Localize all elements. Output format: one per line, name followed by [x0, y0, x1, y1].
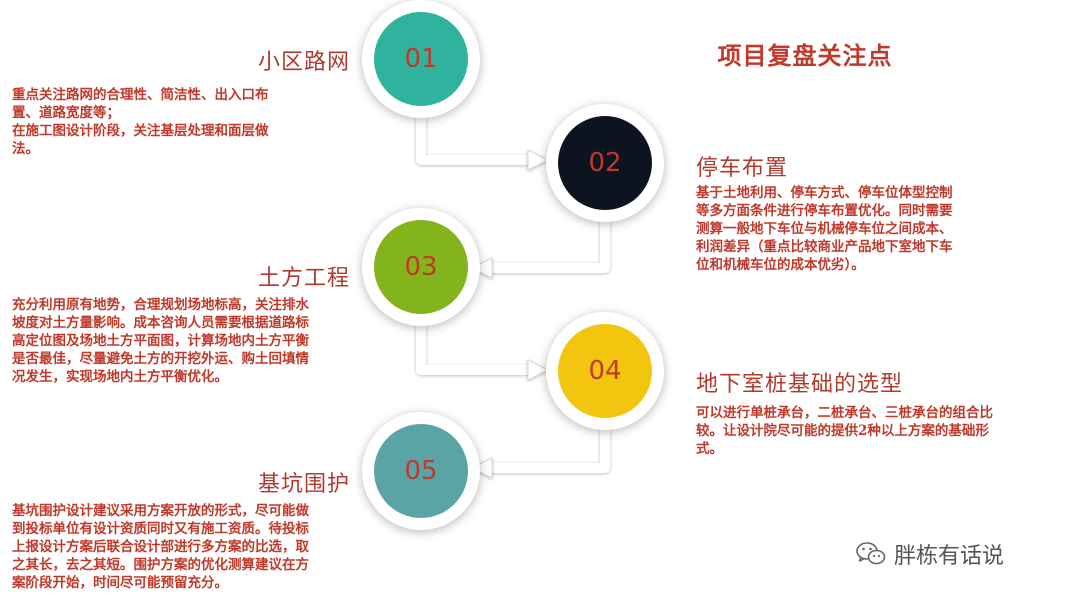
desc-line: 况发生，实现场地内土方平衡优化。 — [12, 369, 228, 385]
connector-02-03 — [490, 218, 610, 273]
desc-line: 充分利用原有地势，合理规划场地标高，关注排水 — [12, 297, 309, 313]
desc-line: 较。让设计院尽可能的提供2种以上方案的基础形 — [696, 423, 989, 439]
desc-line: 式。 — [696, 441, 723, 457]
desc-line: 在施工图设计阶段，关注基层处理和面层做 — [12, 123, 269, 139]
step-02-title: 停车布置 — [696, 156, 789, 181]
page-title: 项目复盘关注点 — [717, 42, 893, 70]
desc-line: 之其长，去之其短。围护方案的优化测算建议在方 — [12, 557, 309, 573]
step-04-description: 可以进行单桩承台，二桩承台、三桩承台的组合比 较。让设计院尽可能的提供2种以上方… — [696, 404, 1046, 458]
step-04-circle: 04 — [558, 324, 652, 418]
step-01-description: 重点关注路网的合理性、简洁性、出入口布 置、道路宽度等； 在施工图设计阶段，关注… — [12, 86, 362, 158]
step-04-badge: 04 — [546, 312, 664, 430]
step-04-number: 04 — [588, 356, 622, 386]
step-05-description: 基坑围护设计建议采用方案开放的形式，尽可能做 到投标单位有设计资质同时又有施工资… — [12, 502, 367, 592]
desc-line: 到投标单位有设计资质同时又有施工资质。待投标 — [12, 521, 309, 537]
desc-line: 是否最佳，尽量避免土方的开挖外运、购土回填情 — [12, 351, 309, 367]
step-03-badge: 03 — [362, 208, 480, 326]
step-01-badge: 01 — [362, 0, 480, 118]
desc-line: 案阶段开始，时间尽可能预留充分。 — [12, 575, 228, 591]
connector-01-02 — [416, 112, 530, 165]
step-03-number: 03 — [404, 252, 438, 282]
step-01-circle: 01 — [374, 12, 468, 106]
step-05-number: 05 — [404, 456, 438, 486]
desc-line: 重点关注路网的合理性、简洁性、出入口布 — [12, 87, 269, 103]
step-03-title: 土方工程 — [257, 266, 350, 291]
desc-line: 置、道路宽度等； — [12, 105, 120, 121]
desc-line: 坡度对土方量影响。成本咨询人员需要根据道路标 — [12, 315, 309, 331]
step-02-description: 基于土地利用、停车方式、停车位体型控制 等多方面条件进行停车布置优化。同时需要 … — [696, 184, 1041, 274]
wechat-icon — [856, 542, 886, 565]
step-03-circle: 03 — [374, 220, 468, 314]
connector-04-05 — [490, 428, 610, 473]
desc-line: 基于土地利用、停车方式、停车位体型控制 — [696, 185, 953, 201]
desc-line: 法。 — [12, 141, 39, 157]
step-01-title: 小区路网 — [257, 50, 350, 75]
step-01-number: 01 — [404, 44, 438, 74]
desc-line: 可以进行单桩承台，二桩承台、三桩承台的组合比 — [696, 405, 993, 421]
arrowhead-04 — [527, 359, 550, 381]
step-05-title: 基坑围护 — [257, 472, 350, 497]
arrowhead-03 — [470, 257, 493, 279]
step-02-badge: 02 — [546, 104, 664, 222]
desc-line: 利润差异（重点比较商业产品地下室地下车 — [696, 239, 953, 255]
arrowhead-02 — [527, 149, 550, 171]
step-05-circle: 05 — [374, 424, 468, 518]
watermark-text: 胖栋有话说 — [894, 544, 1005, 569]
watermark: 胖栋有话说 — [856, 538, 1004, 570]
step-04-title: 地下室桩基础的选型 — [696, 372, 904, 397]
connector-03-04 — [416, 322, 530, 375]
step-03-description: 充分利用原有地势，合理规划场地标高，关注排水 坡度对土方量影响。成本咨询人员需要… — [12, 296, 367, 386]
desc-line: 等多方面条件进行停车布置优化。同时需要 — [696, 203, 953, 219]
desc-line: 位和机械车位的成本优劣）。 — [696, 257, 865, 273]
step-02-number: 02 — [588, 148, 622, 178]
step-05-badge: 05 — [362, 412, 480, 530]
desc-line: 上报设计方案后联合设计部进行多方案的比选，取 — [12, 539, 309, 555]
step-02-circle: 02 — [558, 116, 652, 210]
desc-line: 高定位图及场地土方平面图，计算场地内土方平衡 — [12, 333, 309, 349]
desc-line: 基坑围护设计建议采用方案开放的形式，尽可能做 — [12, 503, 309, 519]
desc-line: 测算一般地下车位与机械停车位之间成本、 — [696, 221, 953, 237]
arrowhead-05 — [470, 457, 493, 479]
